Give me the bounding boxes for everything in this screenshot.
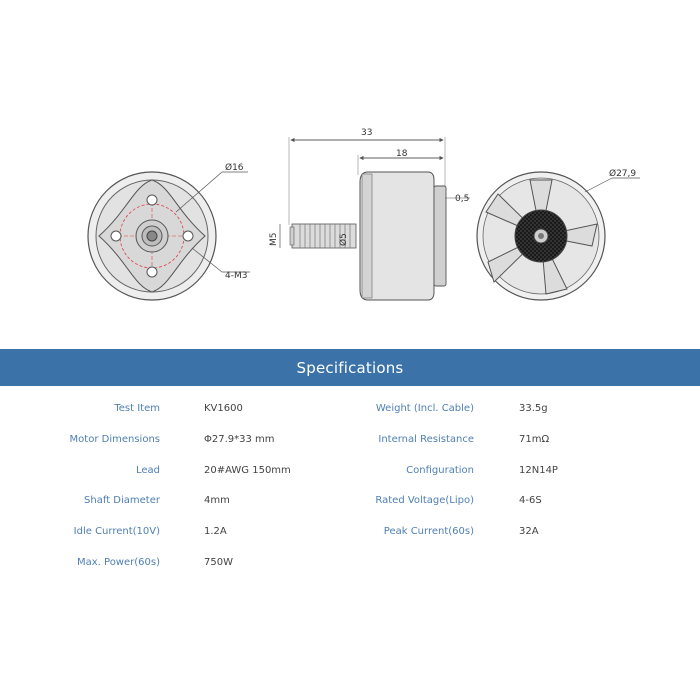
spec-label: Configuration (406, 465, 474, 476)
spec-row: Max. Power(60s) 750W (0, 557, 700, 577)
spec-row: Lead 20#AWG 150mm Configuration 12N14P (0, 465, 700, 485)
spec-value: 20#AWG 150mm (204, 465, 291, 476)
shaft-thread-dimension: M5 (269, 233, 279, 247)
mount-holes-dimension: 4-M3 (225, 271, 247, 281)
spec-value: 4-6S (519, 495, 542, 506)
side-view: 33 18 0,5 M5 Ø5 (269, 128, 470, 301)
spec-label: Internal Resistance (378, 434, 474, 445)
spec-row: Shaft Diameter 4mm Rated Voltage(Lipo) 4… (0, 495, 700, 515)
spec-value: 12N14P (519, 465, 558, 476)
spec-value: KV1600 (204, 403, 243, 414)
spec-value: 4mm (204, 495, 230, 506)
spec-value: 71mΩ (519, 434, 550, 445)
bell-diameter-dimension: Ø27,9 (609, 168, 636, 179)
spec-label: Rated Voltage(Lipo) (375, 495, 474, 506)
shaft-diameter-dimension: Ø5 (338, 233, 349, 246)
overall-length-dimension: 33 (361, 128, 372, 138)
spec-label: Max. Power(60s) (76, 557, 160, 568)
spec-label: Test Item (114, 403, 160, 414)
spec-label: Motor Dimensions (69, 434, 160, 445)
spec-label: Shaft Diameter (84, 495, 160, 506)
specifications-banner: Specifications (0, 349, 700, 386)
spec-value: 32A (519, 526, 539, 537)
spec-row: Motor Dimensions Φ27.9*33 mm Internal Re… (0, 434, 700, 454)
specifications-title: Specifications (296, 358, 404, 377)
bottom-view: Ø16 4-M3 (87, 162, 250, 301)
body-length-dimension: 18 (396, 149, 408, 159)
spec-label: Lead (135, 465, 160, 476)
top-view: Ø27,9 (476, 168, 640, 301)
spec-row: Test Item KV1600 Weight (Incl. Cable) 33… (0, 403, 700, 423)
spec-value: 750W (204, 557, 233, 568)
spec-row: Idle Current(10V) 1.2A Peak Current(60s)… (0, 526, 700, 546)
base-thickness-dimension: 0,5 (455, 194, 469, 204)
spec-label: Peak Current(60s) (383, 526, 474, 537)
spec-label: Idle Current(10V) (73, 526, 160, 537)
spec-label: Weight (Incl. Cable) (375, 403, 474, 414)
motor-technical-drawing: Ø16 4-M3 33 18 0,5 M5 Ø5 (87, 128, 640, 301)
spec-value: Φ27.9*33 mm (204, 434, 275, 445)
spec-value: 1.2A (204, 526, 227, 537)
spec-value: 33.5g (519, 403, 548, 414)
mount-circle-dimension: Ø16 (225, 162, 244, 173)
